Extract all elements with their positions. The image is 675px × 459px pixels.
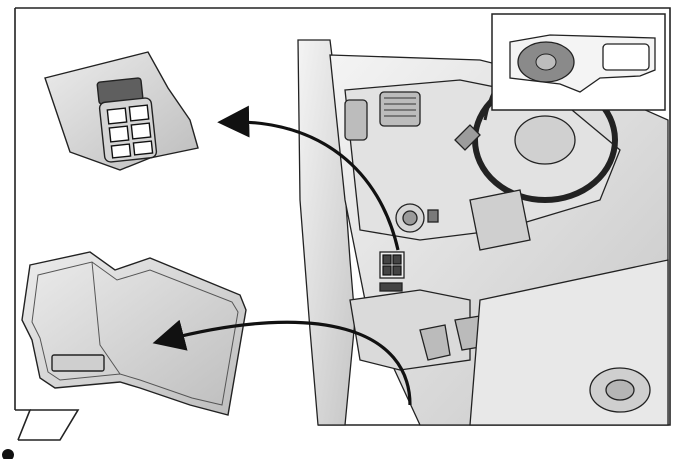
switch-panel: [44, 51, 199, 171]
locator-inset: [491, 13, 666, 111]
lower-trim-panel: [21, 251, 247, 416]
corner-dot: [2, 449, 14, 459]
arrow-to-switch-panel: [217, 105, 400, 251]
arrow-to-lower-panel: [152, 319, 412, 406]
